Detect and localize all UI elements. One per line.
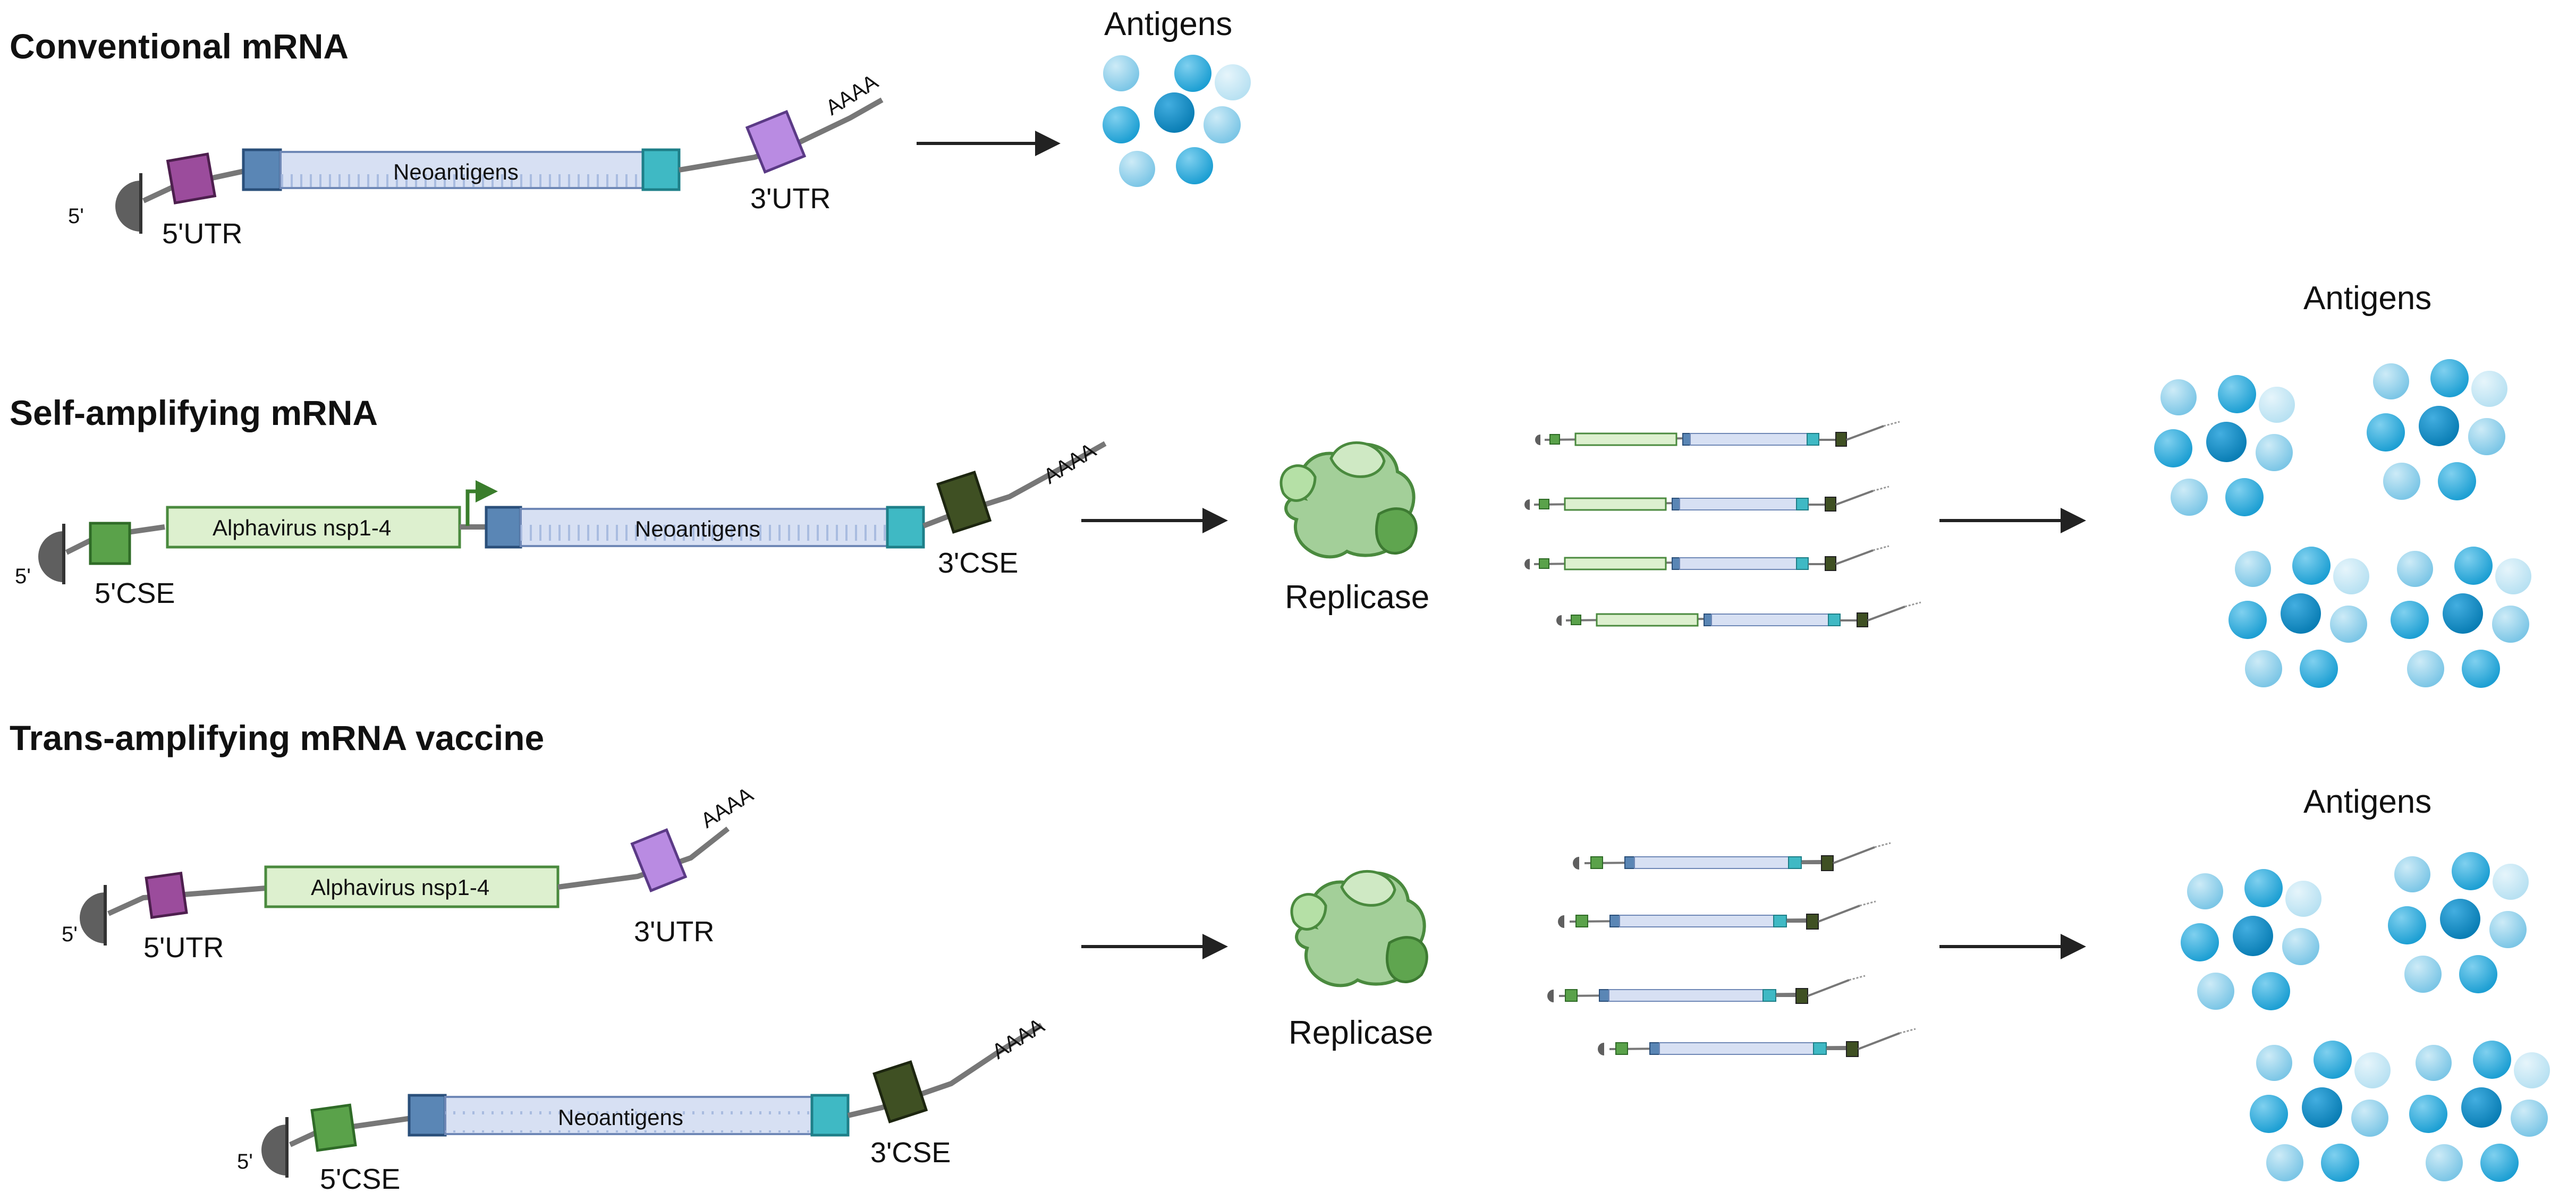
amplified-transcripts — [1523, 421, 1922, 628]
neo-end-block — [886, 506, 925, 549]
antigen-cluster — [2391, 547, 2531, 688]
transcript-copy — [1557, 900, 1877, 930]
replicon-construct: 5' 5'UTR Alphavirus nsp1-4 3'UTR AAAA — [62, 783, 758, 964]
antigen-cluster-group — [2154, 359, 2531, 688]
neo-start-block — [485, 506, 522, 549]
conventional-mrna-construct: 5' 5'UTR Neoantigens 3'UTR AAAA — [68, 70, 884, 250]
cse3-block — [872, 1060, 928, 1123]
antigen-cluster — [2181, 869, 2321, 1010]
cse3-label: 3'CSE — [870, 1137, 951, 1169]
cse5-label: 5'CSE — [320, 1163, 400, 1195]
replicase-icon — [1281, 442, 1416, 557]
five-prime-label: 5' — [15, 565, 31, 588]
transcript-copy — [1534, 421, 1901, 447]
antigens-label: Antigens — [1104, 6, 1232, 42]
cse3-label: 3'CSE — [938, 547, 1018, 579]
neoantigens-ticks — [281, 166, 643, 187]
five-prime-cap-icon — [80, 885, 105, 946]
poly-a-label: AAAA — [988, 1014, 1048, 1064]
antigens-label: Antigens — [2303, 783, 2431, 820]
poly-a-label: AAAA — [821, 70, 882, 120]
poly-a-label: AAAA — [697, 783, 757, 833]
neoantigens-label: Neoantigens — [558, 1105, 683, 1130]
transcript-copy — [1597, 1028, 1917, 1058]
antigen-cluster-group — [2181, 852, 2550, 1182]
neo-start-block — [408, 1094, 447, 1137]
amplified-transcripts — [1546, 842, 1917, 1058]
trans-amplifying-title: Trans-amplifying mRNA vaccine — [10, 718, 544, 757]
antigen-cluster — [2409, 1041, 2550, 1182]
backbone-3p — [847, 1023, 1043, 1118]
backbone — [107, 885, 266, 916]
antigen-cluster — [2154, 375, 2295, 516]
utr5-block — [166, 152, 217, 205]
transcript-copy — [1523, 485, 1890, 512]
utr3-label: 3'UTR — [634, 916, 714, 948]
cse5-block — [310, 1103, 357, 1152]
five-prime-label: 5' — [62, 923, 78, 946]
self-amplifying-construct: 5' 5'CSE Alphavirus nsp1-4 Neoantigens 3… — [15, 439, 1107, 609]
nsp-box — [166, 506, 461, 549]
five-prime-cap-icon — [115, 173, 141, 234]
neoantigens-label: Neoantigens — [635, 516, 760, 541]
five-prime-cap-icon — [38, 524, 64, 584]
neo-end-block — [810, 1094, 850, 1137]
antigen-cluster — [1103, 55, 1251, 187]
transcript-copy — [1523, 545, 1890, 572]
utr3-block — [630, 828, 688, 892]
utr5-label: 5'UTR — [162, 218, 242, 250]
neoantigens-ticks — [445, 1111, 812, 1132]
transcript-copy — [1572, 842, 1892, 872]
trans-replicon-construct: 5' 5'CSE Neoantigens 3'CSE AAAA — [237, 1014, 1049, 1195]
conventional-title: Conventional mRNA — [10, 27, 349, 66]
utr5-block — [145, 871, 188, 919]
poly-a-label: AAAA — [1039, 439, 1100, 489]
antigens-label: Antigens — [2303, 280, 2431, 317]
antigen-cluster — [2250, 1041, 2391, 1182]
self-amplifying-title: Self-amplifying mRNA — [10, 393, 378, 432]
replicase-icon — [1292, 871, 1427, 985]
antigen-cluster — [2388, 852, 2529, 993]
transcript-copy — [1555, 601, 1922, 628]
utr3-label: 3'UTR — [750, 183, 831, 215]
subgenomic-promoter-arrow — [465, 480, 498, 526]
nsp-label: Alphavirus nsp1-4 — [213, 515, 391, 540]
five-prime-label: 5' — [68, 205, 84, 228]
utr5-label: 5'UTR — [143, 932, 224, 964]
cse3-block — [936, 471, 992, 534]
transcript-copy — [1546, 975, 1866, 1004]
neoantigens-label: Neoantigens — [393, 159, 519, 184]
replicase-label: Replicase — [1289, 1015, 1433, 1051]
neo-start-block — [242, 148, 282, 191]
five-prime-label: 5' — [237, 1150, 253, 1173]
backbone-3p — [922, 441, 1107, 529]
neo-end-block — [641, 148, 681, 191]
neoantigens-ticks — [521, 523, 887, 544]
antigen-cluster — [2228, 547, 2369, 688]
cse5-block — [89, 522, 131, 565]
replicase-label: Replicase — [1285, 579, 1429, 616]
utr3-block — [745, 110, 807, 174]
nsp-label: Alphavirus nsp1-4 — [311, 875, 489, 900]
antigen-cluster — [2367, 359, 2507, 500]
cse5-label: 5'CSE — [95, 577, 175, 609]
five-prime-cap-icon — [261, 1117, 287, 1178]
